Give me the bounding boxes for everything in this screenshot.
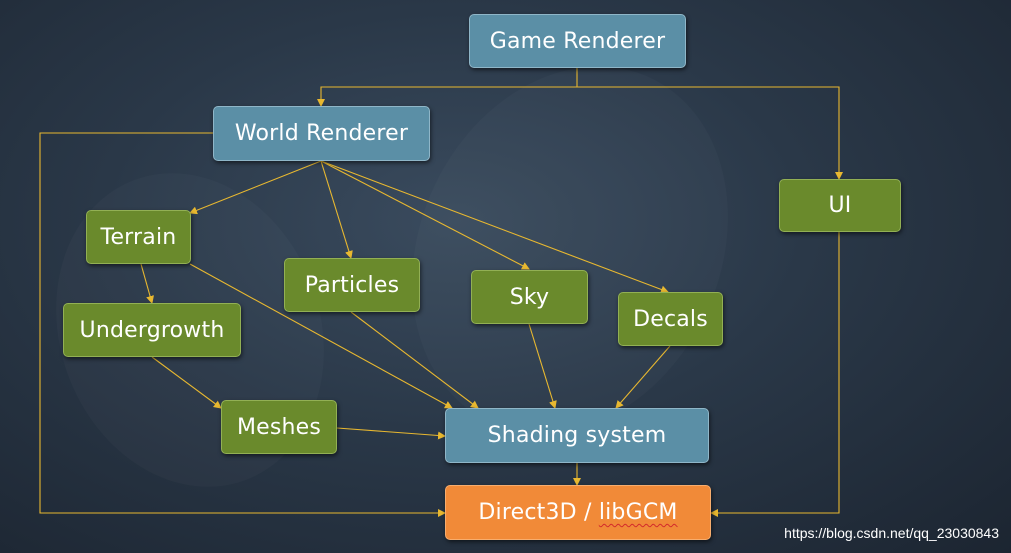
edge-decals-to-shading (615, 345, 671, 409)
edge-world-to-terrain (189, 160, 322, 215)
libgcm-label: libGCM (598, 500, 678, 525)
edge-game-to-ui (577, 86, 843, 180)
edge-sky-to-shading (528, 323, 557, 409)
edge-world-to-decals (320, 160, 669, 294)
shading-system-label: Shading system (487, 423, 667, 448)
edge-game-to-world (317, 68, 578, 107)
watermark-text: https://blog.csdn.net/qq_23030843 (784, 525, 999, 541)
ui-label: UI (828, 193, 852, 218)
sky-label: Sky (509, 284, 550, 310)
edge-undergrowth-to-meshes (151, 356, 222, 409)
undergrowth-label: Undergrowth (79, 317, 225, 343)
direct3d-label: Direct3D / libGCM (478, 500, 677, 525)
ui-node: UI (779, 179, 901, 232)
shading-system-node: Shading system (445, 408, 709, 463)
edge-world-to-direct3d (39, 132, 446, 517)
terrain-node: Terrain (86, 210, 191, 264)
edge-ui-to-direct3d (710, 232, 840, 517)
undergrowth-node: Undergrowth (63, 303, 241, 357)
edge-meshes-to-shading (336, 427, 446, 440)
edge-terrain-to-undergrowth (140, 263, 154, 304)
edge-particles-to-shading (350, 311, 479, 409)
meshes-label: Meshes (236, 414, 322, 440)
edge-world-to-sky (320, 160, 530, 270)
particles-node: Particles (284, 258, 420, 312)
particles-label: Particles (304, 272, 400, 298)
decals-node: Decals (618, 292, 723, 346)
world-renderer-label: World Renderer (234, 121, 409, 146)
direct3d-node: Direct3D / libGCM (445, 485, 711, 540)
world-renderer-node: World Renderer (213, 106, 430, 161)
direct3d-label-prefix: Direct3D / (478, 500, 599, 525)
edge-world-to-particles (320, 160, 353, 259)
game-renderer-label: Game Renderer (489, 28, 666, 54)
edge-terrain-to-shading (189, 263, 453, 409)
terrain-label: Terrain (100, 224, 177, 250)
game-renderer-node: Game Renderer (469, 14, 686, 68)
sky-node: Sky (471, 270, 588, 324)
decals-label: Decals (633, 306, 708, 332)
meshes-node: Meshes (221, 400, 337, 454)
